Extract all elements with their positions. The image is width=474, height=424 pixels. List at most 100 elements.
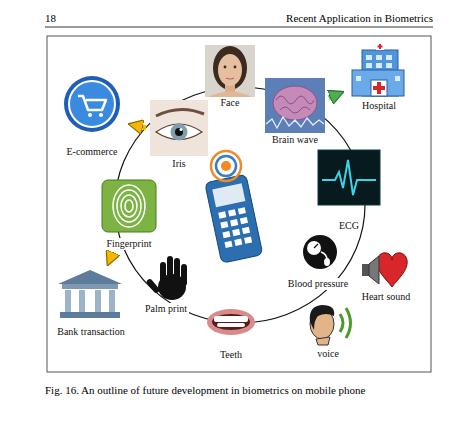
node-label: Iris <box>170 158 187 170</box>
teeth-photo-part <box>214 316 248 322</box>
mobile-phone-part <box>218 211 226 218</box>
face-photo-part <box>224 66 227 69</box>
teeth-photo-part <box>217 323 245 327</box>
ecg-screen-part <box>318 150 380 205</box>
teeth-photo <box>207 309 255 335</box>
biometric-node: Heart sound <box>358 245 415 305</box>
bank-building-part <box>62 284 118 289</box>
iris-photo-part <box>150 100 208 156</box>
voice-icon-part <box>340 314 343 332</box>
mobile-phone-part <box>244 237 252 244</box>
ecommerce-icon-part <box>69 81 115 127</box>
biometric-node: Hospital <box>346 40 412 114</box>
page-number: 18 <box>45 12 56 25</box>
mobile-phone-part <box>234 239 242 246</box>
heart-sound-icon-part <box>377 253 407 287</box>
node-label: E-commerce <box>64 146 119 158</box>
biometric-node: Fingerprint <box>98 178 160 252</box>
node-label: Bank transaction <box>55 326 126 338</box>
biometric-node: voice <box>296 300 360 362</box>
brainwave-picture-part <box>276 96 314 104</box>
fingerprint-icon <box>102 180 156 232</box>
palm-print-hand <box>146 256 187 300</box>
mobile-phone-part <box>228 209 236 216</box>
node-label: Teeth <box>218 349 244 361</box>
node-label: Heart sound <box>360 291 413 303</box>
blood-pressure-icon-part <box>303 235 337 269</box>
hospital-building-part <box>386 55 392 60</box>
ecommerce-icon-part <box>88 113 92 117</box>
hospital-building-part <box>371 80 387 96</box>
iris-photo-part <box>171 124 188 141</box>
ecommerce-icon-part <box>99 113 103 117</box>
node-label: Blood pressure <box>286 278 350 290</box>
signal-rings <box>211 151 241 181</box>
fingerprint-icon-part <box>121 195 137 217</box>
hospital-building-part <box>352 70 404 96</box>
arrow-connector <box>329 96 333 98</box>
palm-print-hand-part <box>146 278 161 294</box>
ecommerce-icon-part <box>64 76 120 132</box>
mobile-phone-part <box>232 229 240 236</box>
face-photo-part <box>234 66 237 69</box>
blood-pressure-icon-part <box>314 244 318 248</box>
node-label: Brain wave <box>270 134 320 146</box>
biometric-node: Palm print <box>134 253 198 317</box>
mobile-phone-part <box>212 183 245 207</box>
iris-photo-part <box>156 109 204 116</box>
ecg-screen <box>318 150 380 205</box>
mobile-phone <box>205 174 263 263</box>
biometric-node: Teeth <box>203 305 259 363</box>
palm-print-hand-part <box>174 258 180 282</box>
palm-print-hand-part <box>167 256 173 282</box>
fingerprint-icon-part <box>102 180 156 232</box>
arrow-connector <box>140 126 146 127</box>
node-label: Hospital <box>360 100 398 112</box>
hospital-building-part <box>386 63 392 68</box>
brainwave-picture-part <box>273 86 317 120</box>
header-rule <box>45 27 433 28</box>
mobile-phone-part <box>220 221 228 228</box>
bank-building-part <box>60 312 120 318</box>
face-photo-part <box>226 78 234 79</box>
heart-sound-icon <box>362 253 407 287</box>
voice-icon <box>310 305 351 345</box>
heart-sound-icon-part <box>362 264 369 276</box>
node-label: Palm print <box>143 303 189 315</box>
brainwave-picture-part <box>280 107 310 113</box>
signal-rings-part <box>221 161 231 171</box>
biometric-node: Blood pressure <box>280 236 356 292</box>
figure-frame <box>47 36 431 372</box>
hospital-building-part <box>366 55 372 60</box>
mobile-phone-part <box>242 227 250 234</box>
voice-icon-part <box>316 337 330 345</box>
face-photo <box>205 45 255 97</box>
bank-building-part <box>58 270 122 284</box>
mobile-phone-part <box>224 241 232 248</box>
brainwave-picture-part <box>266 117 324 128</box>
palm-print-hand-part <box>181 264 187 286</box>
mobile-phone-part <box>238 207 246 214</box>
fingerprint-icon-part <box>117 190 141 222</box>
biometric-node: E-commerce <box>58 72 126 160</box>
bank-building <box>58 270 122 318</box>
mobile-phone-part <box>230 219 238 226</box>
signal-rings-part <box>211 151 241 181</box>
voice-icon-part <box>310 305 335 330</box>
blood-pressure-icon-part <box>324 258 330 266</box>
figure-caption: Fig. 16. An outline of future developmen… <box>45 384 435 397</box>
running-header: Recent Application in Biometrics <box>286 12 433 25</box>
bank-building-part <box>109 290 115 312</box>
biometric-node: Brain wave <box>263 76 327 148</box>
teeth-photo-part <box>212 314 250 330</box>
palm-print-hand-part <box>160 262 166 284</box>
mobile-phone-part <box>205 174 263 263</box>
node-label: ECG <box>337 220 361 232</box>
signal-rings-part <box>216 156 236 176</box>
face-photo-part <box>205 45 255 97</box>
iris-photo-part <box>175 128 183 136</box>
ecommerce-icon-part <box>78 96 106 110</box>
biometric-node: Face <box>203 43 257 111</box>
blood-pressure-icon <box>303 235 337 269</box>
iris-photo-part <box>156 124 202 140</box>
